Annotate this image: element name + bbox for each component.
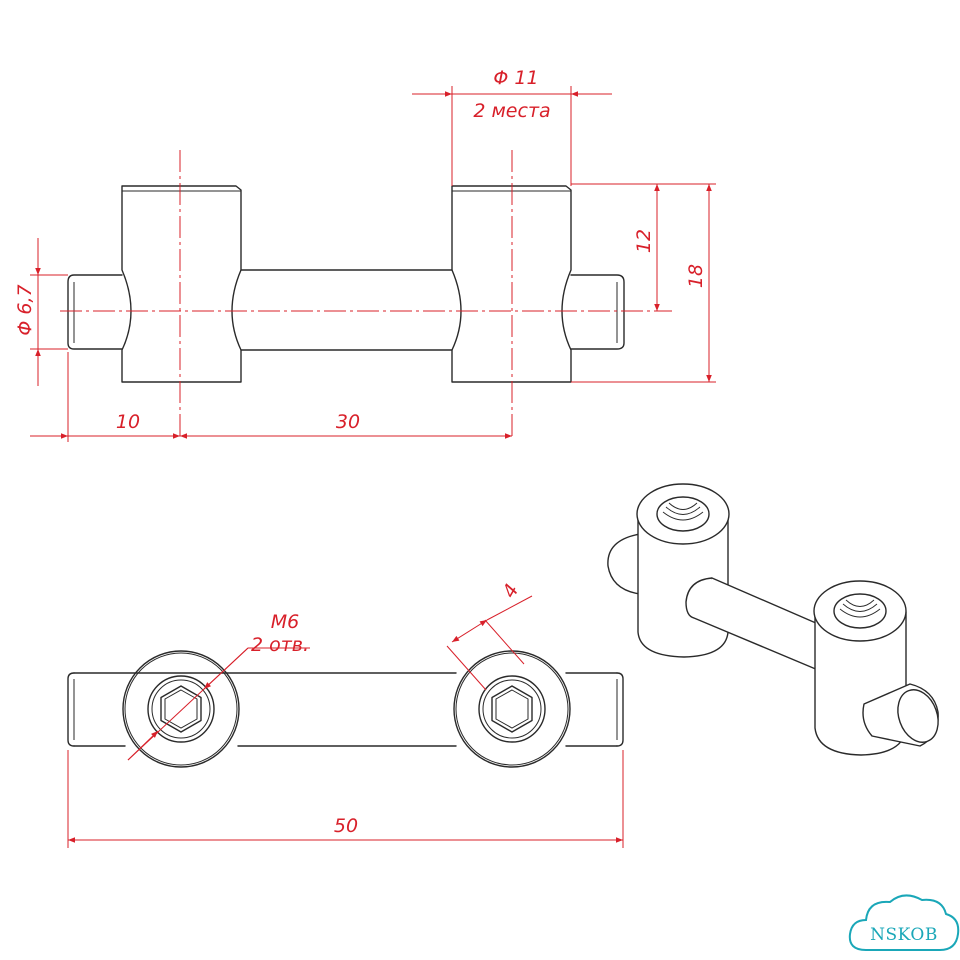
dim-heights: 12 18 xyxy=(571,183,716,383)
rod-diameter-label: Φ 6,7 xyxy=(14,284,36,335)
total-length-label: 50 xyxy=(334,815,358,837)
hex-socket-right xyxy=(491,685,533,733)
thread-count-label: 2 отв. xyxy=(251,634,309,656)
dim-offsets: 10 30 xyxy=(30,352,512,442)
thread-label: M6 xyxy=(271,611,299,633)
cloud-icon xyxy=(848,894,960,951)
top-rod xyxy=(73,672,618,747)
hex-size-label: 4 xyxy=(498,580,523,601)
dim-hex-size: 4 xyxy=(446,580,533,691)
dim-total-length: 50 xyxy=(67,750,624,848)
height-18-label: 18 xyxy=(685,264,707,288)
hex-socket-left xyxy=(160,685,202,733)
hole-diameter-label: Φ 11 xyxy=(493,67,538,89)
rod-middle xyxy=(240,269,453,351)
rod-end-left xyxy=(67,274,123,350)
dim-thread: M6 2 отв. xyxy=(127,611,310,761)
offset-10-label: 10 xyxy=(116,411,140,433)
watermark-text: NSKOB xyxy=(870,925,938,945)
front-view: Φ 11 2 места 12 18 Φ 6,7 xyxy=(14,67,716,442)
top-view: M6 2 отв. 4 50 xyxy=(67,580,624,848)
watermark-logo: NSKOB xyxy=(848,894,960,951)
right-boss xyxy=(453,650,571,768)
left-block xyxy=(121,185,242,383)
hole-count-label: 2 места xyxy=(473,100,550,122)
iso-rod xyxy=(690,577,833,671)
rod-end-right xyxy=(570,274,625,350)
isometric-view xyxy=(607,483,939,756)
height-12-label: 12 xyxy=(633,229,655,253)
left-boss xyxy=(122,650,240,768)
dim-hole-diameter: Φ 11 2 места xyxy=(412,67,612,186)
spacing-30-label: 30 xyxy=(336,411,360,433)
dim-rod-diameter: Φ 6,7 xyxy=(14,238,68,386)
